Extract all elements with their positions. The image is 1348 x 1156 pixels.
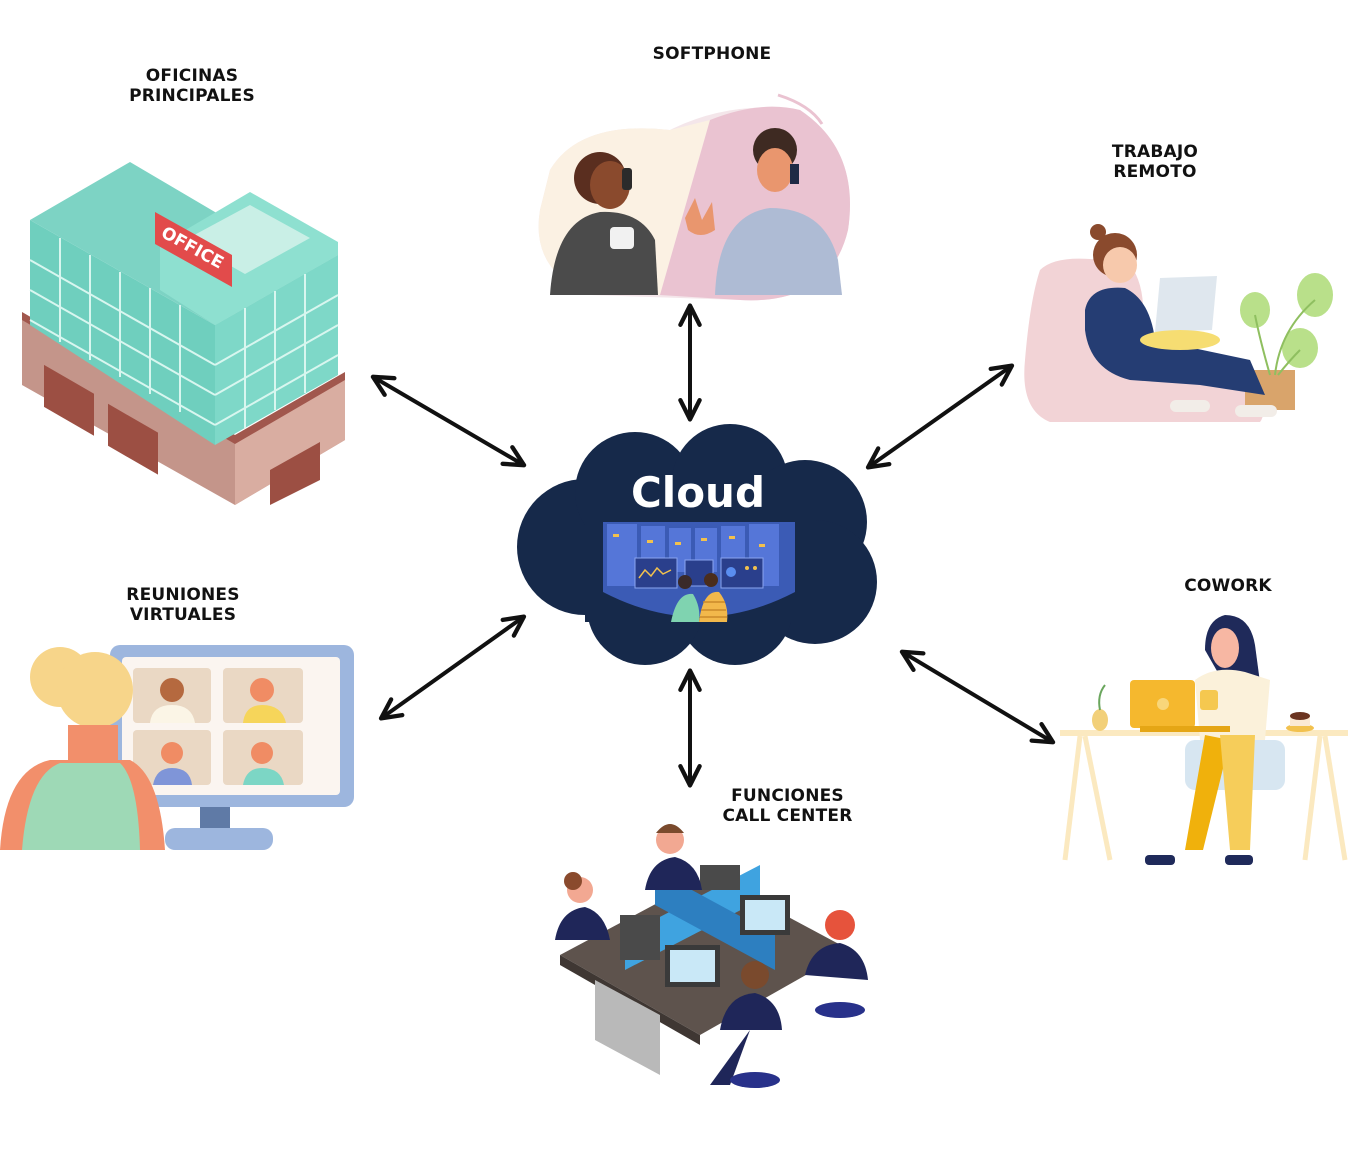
cloud-datacenter-icon	[517, 424, 877, 665]
video-meeting-icon	[0, 645, 354, 850]
label-line: REMOTO	[1113, 162, 1197, 182]
label-line: VIRTUALES	[129, 605, 237, 625]
label-line: TRABAJO	[1111, 142, 1199, 162]
label-line: OFICINAS	[145, 66, 239, 86]
office-building-icon: OFFICE	[22, 162, 345, 505]
cloud-title: Cloud	[630, 468, 766, 517]
label-line: COWORK	[1184, 576, 1272, 596]
arrow-trabajo-remoto	[865, 363, 1015, 470]
node-label-funciones-call-center: FUNCIONES CALL CENTER	[705, 786, 870, 826]
node-label-reuniones-virtuales: REUNIONES VIRTUALES	[103, 585, 263, 625]
label-line: SOFTPHONE	[652, 44, 772, 64]
cowork-desk-icon	[1060, 615, 1348, 865]
node-label-oficinas-principales: OFICINAS PRINCIPALES	[112, 66, 272, 106]
label-line: REUNIONES	[126, 585, 240, 605]
node-label-softphone: SOFTPHONE	[632, 44, 792, 64]
phone-call-people-icon	[538, 93, 850, 301]
node-label-trabajo-remoto: TRABAJO REMOTO	[1075, 142, 1235, 182]
remote-worker-icon	[1024, 224, 1333, 422]
arrow-oficinas	[370, 374, 527, 468]
server-room-illustration	[603, 522, 795, 622]
call-center-icon	[555, 824, 868, 1088]
label-line: CALL CENTER	[722, 806, 853, 826]
arrow-cowork	[899, 649, 1056, 745]
arrow-reuniones	[378, 614, 527, 721]
node-label-cowork: COWORK	[1148, 576, 1308, 596]
label-line: PRINCIPALES	[129, 86, 255, 106]
label-line: FUNCIONES	[731, 786, 844, 806]
